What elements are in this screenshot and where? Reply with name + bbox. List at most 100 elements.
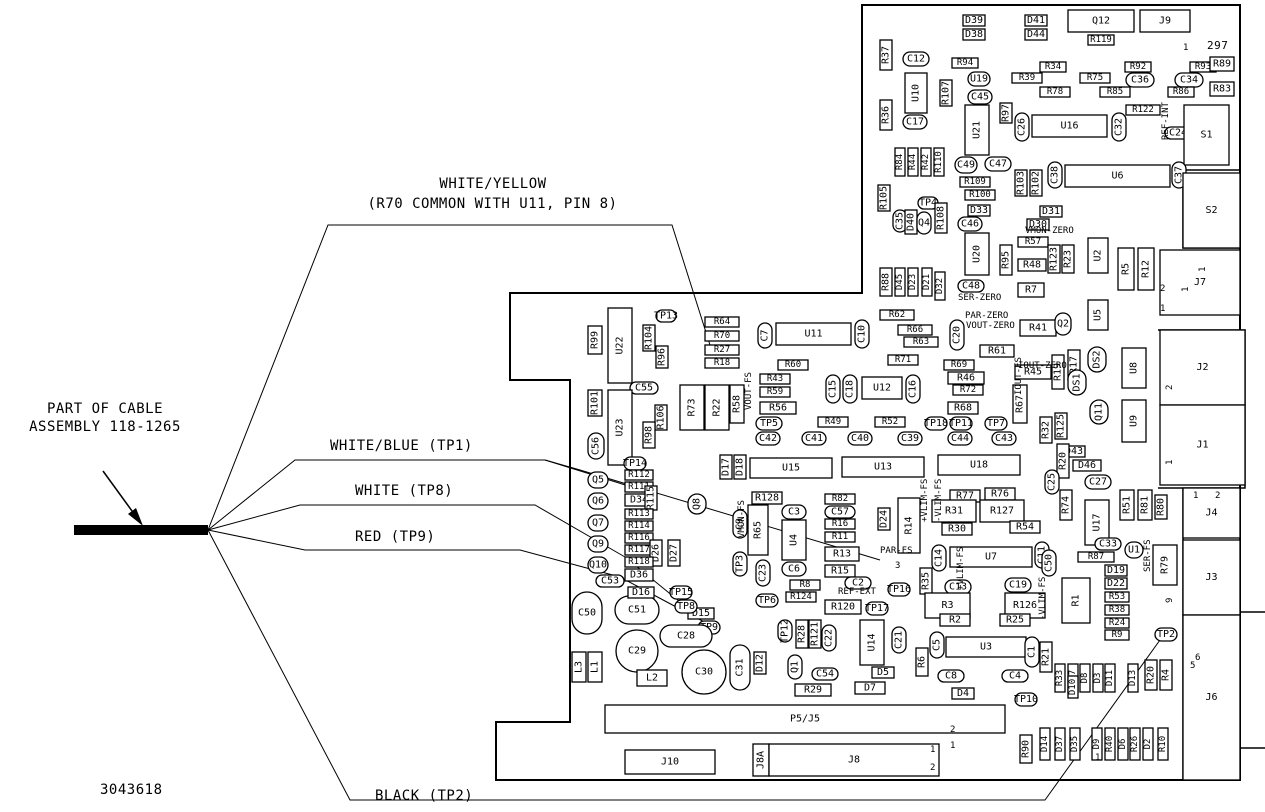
component-r69: R69 bbox=[943, 359, 975, 371]
component-l3: L3 bbox=[571, 651, 587, 683]
component-ref-label: R73 bbox=[687, 398, 698, 416]
component-ref-label: R46 bbox=[957, 373, 975, 384]
component-r119: R119 bbox=[1087, 34, 1115, 46]
component-c41: C41 bbox=[801, 431, 827, 446]
component-j1: J1 bbox=[1159, 404, 1246, 486]
component-outline-rect bbox=[907, 147, 919, 177]
component-outline-rect bbox=[943, 359, 975, 371]
component-ref-label: R72 bbox=[960, 385, 976, 395]
component-ref-label: R107 bbox=[941, 81, 952, 105]
component-outline-rect bbox=[877, 507, 891, 531]
wire-4 bbox=[207, 529, 1161, 801]
component-outline-oval bbox=[847, 431, 873, 446]
component-outline-oval bbox=[629, 381, 659, 395]
component-outline-rect bbox=[795, 619, 809, 649]
component-r65: R65 bbox=[747, 504, 769, 556]
component-r62: R62 bbox=[879, 309, 915, 321]
component-r28: R28 bbox=[795, 619, 809, 649]
component-outline-oval bbox=[1047, 161, 1063, 189]
component-r22: R22 bbox=[704, 384, 730, 431]
component-r120: R120 bbox=[824, 599, 862, 615]
component-ref-label: D2 bbox=[1143, 739, 1153, 750]
component-ref-label: R25 bbox=[1006, 615, 1024, 626]
component-r78: R78 bbox=[1039, 86, 1071, 98]
component-outline-rect bbox=[879, 39, 893, 71]
component-outline-oval bbox=[1089, 399, 1109, 425]
component-r70: R70 bbox=[704, 330, 740, 342]
component-outline-rect bbox=[749, 457, 833, 479]
component-ref-label: R34 bbox=[1045, 62, 1061, 72]
component-r121: R121 bbox=[808, 619, 822, 649]
component-ref-label: R10 bbox=[1158, 736, 1168, 752]
component-outline-oval bbox=[929, 631, 945, 659]
component-outline-rect bbox=[627, 586, 655, 599]
component-r51: R51 bbox=[1119, 489, 1135, 521]
component-d27: D27 bbox=[667, 539, 681, 567]
component-ref-label: R52 bbox=[882, 417, 898, 427]
component-outline-rect bbox=[999, 613, 1031, 627]
component-outline-oval bbox=[595, 574, 625, 588]
component-ref-label: C54 bbox=[816, 669, 834, 680]
component-j8a: J8A bbox=[752, 743, 770, 777]
component-ref-label: TP5 bbox=[760, 418, 778, 429]
component-outline-oval bbox=[865, 601, 889, 616]
component-r106: R106 bbox=[654, 404, 668, 431]
component-c54: C54 bbox=[811, 667, 839, 681]
component-c16: C16 bbox=[905, 374, 921, 404]
component-outline-rect bbox=[1182, 172, 1241, 249]
component-ref-label: R110 bbox=[934, 151, 944, 173]
component-c33: C33 bbox=[1094, 537, 1122, 551]
component-r11: R11 bbox=[824, 531, 856, 543]
component-j4: J4 bbox=[1182, 487, 1241, 539]
silkscreen-label: VOUT-ZERO bbox=[966, 321, 1015, 331]
component-d32: D32 bbox=[934, 271, 946, 301]
component-outline-rect bbox=[624, 508, 654, 520]
component-outline-rect bbox=[879, 99, 893, 131]
component-ref-label: R45 bbox=[1024, 367, 1042, 378]
component-outline-rect bbox=[947, 371, 985, 385]
component-outline-rect bbox=[959, 176, 991, 188]
silkscreen-label: VMON-FS bbox=[737, 500, 747, 538]
component-outline-rect bbox=[1157, 727, 1169, 761]
component-outline-oval bbox=[1084, 474, 1112, 490]
component-outline-rect bbox=[1039, 205, 1063, 218]
component-ref-label: J7 bbox=[1194, 277, 1206, 288]
component-r72: R72 bbox=[952, 384, 984, 396]
component-ds1: DS1 bbox=[1067, 369, 1087, 396]
component-r116: R116 bbox=[624, 532, 654, 544]
component-outline-rect bbox=[1054, 727, 1066, 761]
component-d24: D24 bbox=[877, 507, 891, 531]
component-ref-label: R44 bbox=[908, 154, 918, 170]
component-ref-label: R54 bbox=[1016, 522, 1034, 533]
component-u9: U9 bbox=[1121, 399, 1147, 443]
silkscreen-label: PAR-FS bbox=[880, 546, 913, 556]
component-ref-label: U19 bbox=[970, 74, 988, 85]
component-outline-rect bbox=[1009, 520, 1041, 534]
component-ref-label: R94 bbox=[957, 58, 973, 68]
component-r101: R101 bbox=[587, 389, 603, 417]
component-r99: R99 bbox=[587, 325, 603, 355]
component-outline-rect bbox=[1051, 354, 1065, 390]
component-ref-label: R64 bbox=[714, 317, 730, 327]
component-ref-label: R13 bbox=[833, 549, 851, 560]
component-q1: Q1 bbox=[787, 654, 803, 680]
component-outline-rect bbox=[624, 532, 654, 544]
component-outline-rect bbox=[785, 591, 817, 603]
component-ref-label: D46 bbox=[1078, 460, 1096, 471]
component-outline-oval bbox=[842, 374, 858, 404]
component-ref-label: R28 bbox=[797, 625, 808, 643]
component-ref-label: R11 bbox=[832, 532, 848, 542]
component-ref-label: D44 bbox=[1027, 29, 1045, 40]
component-ref-label: U5 bbox=[1093, 309, 1104, 321]
component-r86: R86 bbox=[1167, 86, 1195, 98]
component-ref-label: R82 bbox=[832, 494, 848, 504]
component-ref-label: R125 bbox=[1056, 414, 1067, 438]
component-outline-rect bbox=[1012, 384, 1028, 424]
component-outline-oval bbox=[897, 431, 923, 446]
component-ref-label: R81 bbox=[1140, 496, 1151, 514]
component-ref-label: R53 bbox=[1109, 592, 1125, 602]
component-ref-label: D31 bbox=[1042, 206, 1060, 217]
silkscreen-label: 1 bbox=[930, 745, 935, 755]
component-r43: R43 bbox=[759, 373, 791, 385]
component-ref-label: R60 bbox=[785, 360, 801, 370]
